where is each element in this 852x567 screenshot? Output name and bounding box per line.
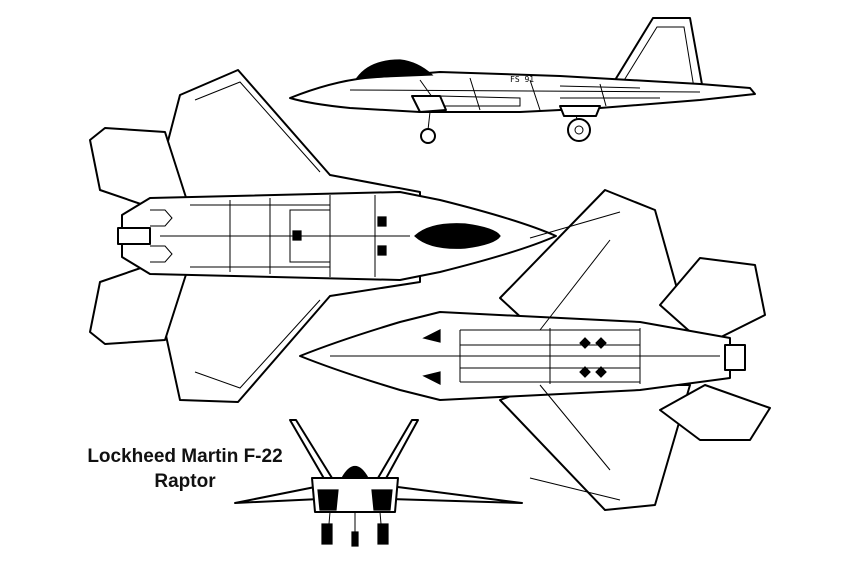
aircraft-caption: Lockheed Martin F-22 Raptor <box>60 444 310 494</box>
bottom-view <box>299 189 771 511</box>
tail-marking: FS 91 <box>510 75 534 84</box>
side-view <box>289 17 756 144</box>
front-view <box>234 419 523 547</box>
caption-line-2: Raptor <box>154 471 216 492</box>
top-view <box>89 69 557 403</box>
caption-line-1: Lockheed Martin F-22 <box>87 446 283 467</box>
